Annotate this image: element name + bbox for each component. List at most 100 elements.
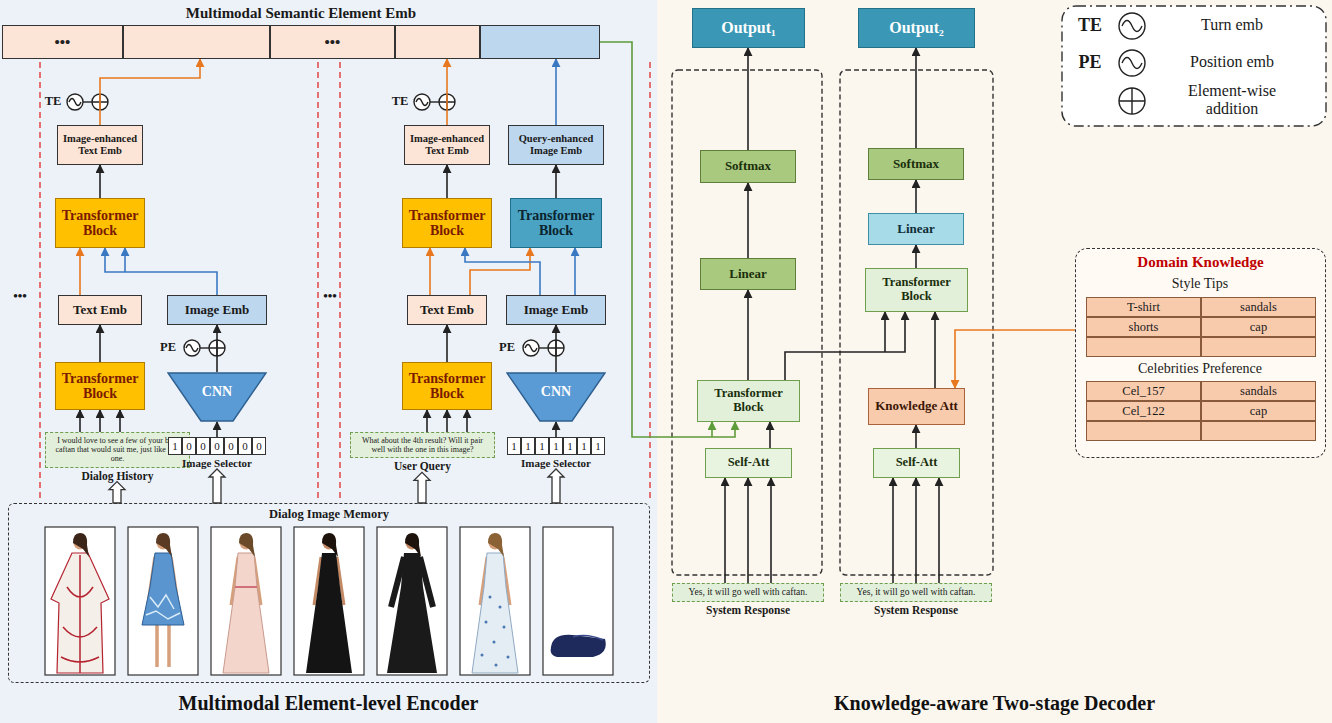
selector-cell: 1 [535,437,549,455]
image-emb-box: Image Emb [506,295,606,325]
connector [548,469,564,503]
symbol-label: TE [41,94,65,110]
table-title: Style Tips [1076,276,1324,294]
memory-heading: Dialog Image Memory [9,507,649,522]
connector [100,325,101,362]
image-selector: Image Selector1111111 [507,437,605,469]
box-label: Linear [703,267,793,281]
connector [209,469,225,503]
connector [916,245,917,268]
connector [916,425,917,448]
output-box: Output₁ [692,8,805,48]
connector [427,410,467,432]
decoder-ground [657,0,1332,723]
table-cell: cap [1201,317,1316,337]
embedding-segment: ••• [270,25,395,59]
box-label: Transformer Block [58,371,142,402]
embedding-segment [395,25,480,59]
box-label: Transformer Block [868,276,965,304]
embedding-segment: ••• [2,25,123,59]
connector [748,48,749,150]
dialog-images [45,527,613,675]
knowledge-box: Domain KnowledgeStyle TipsT-shirtsandals… [1075,248,1326,458]
utterance-bubble: Yes, it will go well with caftan. System … [840,583,992,616]
selector-cell: 0 [224,437,238,455]
box-label: Query-enhanced Image Emb [511,133,601,156]
transformer-block: Transformer Block [865,268,968,312]
connector [916,48,917,148]
box-label: Transformer Block [405,371,489,402]
utterance-caption: System Response [840,604,992,616]
panel: Multimodal Element-level Encoder Multimod… [0,0,657,723]
selector-cell: 1 [591,437,605,455]
utterance-caption: User Query [350,460,495,472]
transformer-block: Transformer Block [402,198,492,248]
transformer-block: Transformer Block [510,198,602,248]
panel-caption: Knowledge-aware Two-stage Decoder [657,692,1332,715]
box-label: Self-Att [708,456,789,470]
box-label: Text Emb [410,303,484,317]
connector [600,42,735,437]
bar-heading: Multimodal Semantic Element Emb [2,3,600,23]
connector [217,325,218,372]
cnn-trapezoid: CNN [506,372,606,422]
softmax-box: Softmax [868,148,964,180]
embedding-bar: Multimodal Semantic Element Emb ••• ••• [2,3,600,59]
sum-symbols [67,13,1145,356]
panel-caption: Multimodal Element-level Encoder [0,692,657,715]
selector-cell: 1 [563,437,577,455]
legend-symbol: TE [1074,15,1106,37]
selector-cell: 0 [210,437,224,455]
image-selector: Image Selector1000000 [168,437,266,469]
connector [556,325,557,372]
connector [109,482,125,503]
encoder-ground [0,0,657,723]
embedding-segment [480,25,600,59]
selector-cell: 0 [182,437,196,455]
box-label: Image Emb [170,303,264,317]
symbol-label: PE [495,340,519,356]
attention-box: Self-Att [873,448,960,478]
text-emb-box: Text Emb [407,295,487,325]
connector [955,330,1075,388]
box-label: Transformer Block [700,387,797,415]
box-label: Softmax [703,159,793,173]
table-cell: T-shirt [1086,297,1201,317]
legend-frame [1062,6,1326,126]
box-label: Transformer Block [405,208,489,239]
connector [785,312,905,380]
box-label: Knowledge Att [871,399,962,413]
box-label: ••• [273,34,392,51]
ellipsis: ••• [6,288,34,304]
connector [447,165,448,198]
selector-cell: 1 [168,437,182,455]
transformer-block: Transformer Block [697,380,800,422]
utterance-text: Yes, it will go well with caftan. [840,583,992,602]
table-cell-empty [1086,337,1201,357]
connector [414,472,430,503]
box-label: Output₂ [861,19,972,37]
connector [916,180,917,213]
connector [447,59,448,125]
column-divider [40,62,650,498]
embedding-segment [123,25,270,59]
utterance-text: Yes, it will go well with caftan. [672,583,824,602]
cnn-label: CNN [167,384,267,410]
table-cell: shorts [1086,317,1201,337]
box-label: ••• [5,34,120,51]
connector [725,478,771,583]
table-cell: Cel_157 [1086,381,1201,401]
softmax-box: Linear [700,258,796,290]
connector [105,248,217,295]
box-label: Linear [871,222,961,236]
selector-caption: Image Selector [507,457,605,469]
connector [100,165,101,198]
image-emb-box: Image Emb [167,295,267,325]
selector-cell: 1 [507,437,521,455]
box-label: Image-enhanced Text Emb [60,133,140,156]
table-cell-empty [1086,421,1201,441]
text-emb-box: Text Emb [58,295,142,325]
utterance-caption: Dialog History [45,470,190,482]
selector-cell: 1 [577,437,591,455]
